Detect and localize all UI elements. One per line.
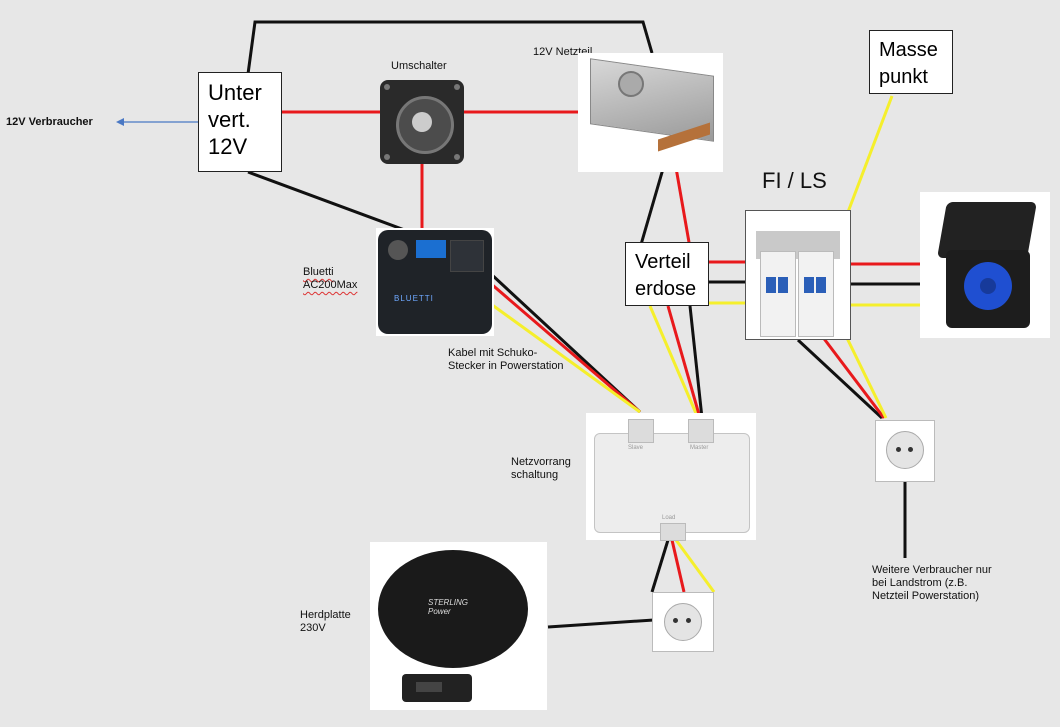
gland-slave-icon — [628, 419, 654, 443]
box-verteilerdose: Verteil erdose — [625, 242, 709, 306]
stove-display — [416, 682, 442, 692]
weitere-line-1: Weitere Verbraucher nur — [872, 564, 992, 576]
box-massepunkt: Masse punkt — [869, 30, 953, 94]
herdplatte-photo: STERLING Power — [370, 542, 547, 710]
wire-red-bluetti-slave — [467, 262, 641, 414]
netzteil-photo — [578, 53, 723, 172]
box-unterverteilung: Unter vert. 12V — [198, 72, 282, 172]
master-label: Master — [690, 445, 709, 451]
label-fi-ls: FI / LS — [762, 168, 827, 193]
label-umschalter: Umschalter — [391, 60, 447, 72]
arrow-head — [116, 118, 124, 126]
masse-line-2: punkt — [879, 66, 928, 88]
herdplatte-line-1: Herdplatte — [300, 609, 351, 621]
verteil-line-2: erdose — [635, 278, 697, 300]
screw-icon — [384, 154, 390, 160]
socket-pin-icon — [686, 618, 691, 623]
wire-black-top-loop — [246, 20, 654, 75]
wire-black-unterverteilung-bluetti — [247, 170, 411, 234]
switch-knob — [412, 112, 432, 132]
weitere-line-2: bei Landstrom (z.B. — [872, 577, 968, 589]
induction-plate — [378, 550, 528, 668]
stove-brand-line-1: STERLING — [428, 598, 469, 607]
gland-load-icon — [660, 523, 686, 541]
wire-black-fi-socket — [796, 338, 884, 420]
netzvorrang-line-1: Netzvorrang — [511, 456, 571, 468]
gland-master-icon — [688, 419, 714, 443]
load-label: Load — [662, 515, 676, 521]
socket-outlet-icon — [886, 431, 924, 469]
wire-black-netzteil-verteil — [638, 161, 667, 249]
ac-outlet-icon — [450, 240, 484, 272]
bluetti-photo: BLUETTI — [376, 228, 494, 336]
socket-pin-icon — [896, 447, 901, 452]
cee-socket-center — [980, 278, 996, 294]
umschalter-switch — [380, 80, 464, 164]
schuko-socket-load — [652, 592, 714, 652]
label-weitere: Weitere Verbraucher nur bei Landstrom (z… — [872, 564, 992, 603]
label-kabel: Kabel mit Schuko- Stecker in Powerstatio… — [448, 347, 564, 373]
power-button-icon — [388, 240, 408, 260]
label-netzvorrang: Netzvorrang schaltung — [511, 456, 571, 482]
unterverteilung-line-3: 12V — [208, 134, 248, 159]
wire-black-verteil-master — [688, 305, 704, 419]
screw-icon — [454, 154, 460, 160]
breaker-switch-icon — [816, 277, 826, 293]
kabel-line-2: Stecker in Powerstation — [448, 360, 564, 372]
wire-red-load-socket — [670, 539, 686, 593]
netzvorrang-housing — [594, 433, 750, 533]
netzvorrang-line-2: schaltung — [511, 469, 559, 481]
unterverteilung-line-1: Unter — [208, 80, 262, 105]
wire-yellow-verteil-master — [648, 305, 700, 419]
socket-pin-icon — [908, 447, 913, 452]
breaker-switch-icon — [804, 277, 814, 293]
socket-outlet-icon — [664, 603, 702, 641]
breaker-module-ls — [798, 251, 834, 337]
wire-yellow-load-socket — [674, 539, 716, 593]
wire-red-netzteil-verteil — [673, 161, 692, 249]
label-netzteil: 12V Netzteil — [533, 46, 593, 58]
masse-line-1: Masse — [879, 39, 938, 61]
weitere-line-3: Netzteil Powerstation) — [872, 590, 979, 602]
bluetti-brand: BLUETTI — [394, 294, 434, 303]
label-herdplatte: Herdplatte 230V — [300, 609, 351, 635]
unterverteilung-line-2: vert. — [208, 107, 251, 132]
bluetti-line-1: Bluetti — [303, 266, 334, 278]
label-12v-verbraucher: 12V Verbraucher — [6, 116, 93, 128]
breaker-switch-icon — [766, 277, 776, 293]
herdplatte-line-2: 230V — [300, 622, 326, 634]
breaker-module-fi — [760, 251, 796, 337]
verteil-line-1: Verteil — [635, 251, 691, 273]
socket-pin-icon — [673, 618, 678, 623]
stove-brand-line-2: Power — [428, 607, 451, 616]
kabel-line-1: Kabel mit Schuko- — [448, 347, 538, 359]
bluetti-display — [416, 240, 446, 258]
screw-icon — [454, 84, 460, 90]
label-bluetti: Bluetti AC200Max — [303, 266, 357, 292]
screw-icon — [384, 84, 390, 90]
wire-yellow-masse-fi — [846, 95, 894, 213]
landstrom-inlet — [920, 192, 1050, 338]
wire-yellow-fi-socket — [844, 335, 888, 419]
slave-label: Slave — [628, 445, 644, 451]
schuko-socket-landstrom — [875, 420, 935, 482]
wire-red-fi-socket — [820, 335, 886, 419]
stove-brand: STERLING Power — [428, 598, 468, 616]
wire-red-verteil-master — [666, 305, 702, 419]
fan-icon — [618, 71, 644, 97]
bluetti-line-2: AC200Max — [303, 279, 358, 291]
wire-black-load-socket — [650, 539, 670, 593]
netzvorrang-photo: Slave Master Load — [586, 413, 756, 541]
breaker-switch-icon — [778, 277, 788, 293]
fi-ls-breaker — [745, 210, 851, 340]
